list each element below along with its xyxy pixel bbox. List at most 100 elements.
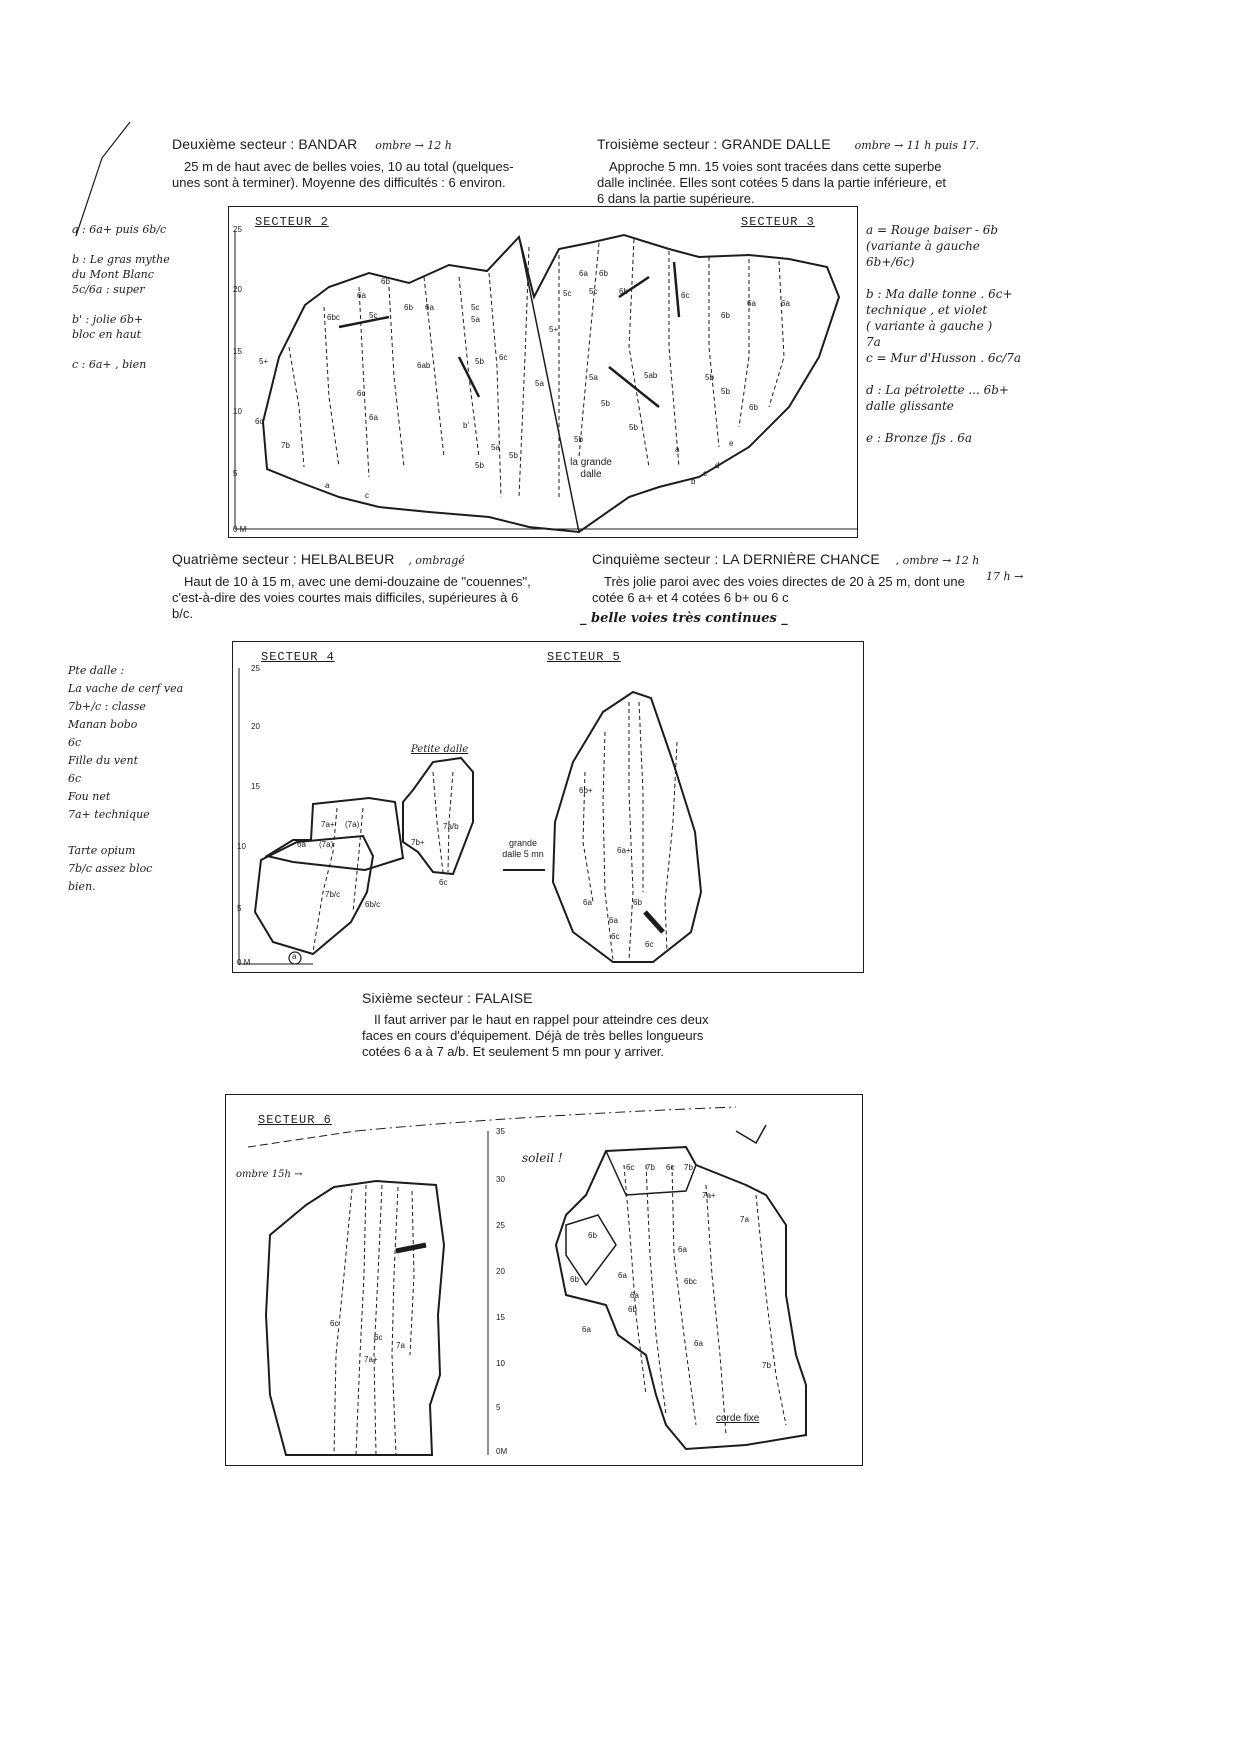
topo2-scale-20: 20 (251, 722, 260, 731)
topo3-label: SECTEUR 6 (258, 1113, 332, 1127)
pen-stroke (75, 121, 131, 237)
topo1-grade: 5c (563, 289, 572, 298)
topo3-scale: 10 (496, 1359, 505, 1368)
topo3-grade: 6c (374, 1333, 383, 1342)
topo1-grade: 5c (589, 287, 598, 296)
topo3-grade: 6bc (684, 1277, 697, 1286)
topo1-grade: 6a (781, 299, 790, 308)
topo3-grade: 6a (694, 1339, 703, 1348)
topo1-dalle-label: la grande dalle (570, 457, 612, 480)
topo1-grade: 5a (491, 443, 500, 452)
notes-left-2: Pte dalle : La vache de cerf vea 7b+/c :… (68, 664, 184, 893)
topo3-grade: 6b (628, 1305, 637, 1314)
topo2-grade: 6c (645, 940, 654, 949)
topo1-grade: 5a (535, 379, 544, 388)
topo2-grade: 7a+ (321, 820, 335, 829)
topo2-grade: 6c (439, 878, 448, 887)
topo3-scale: 0M (496, 1447, 508, 1456)
topo2-grade: 6a (297, 840, 306, 849)
topo2-scale-10: 10 (237, 842, 246, 851)
sector4-header: Quatrième secteur : HELBALBEUR , ombragé (172, 551, 572, 569)
topo1-grade: 5c (471, 303, 480, 312)
sector2-hand-note: ombre → 12 h (375, 139, 452, 152)
topo1-grade: 6c (681, 291, 690, 300)
topo-secteur-4-5: SECTEUR 4 SECTEUR 5 25 20 15 10 5 0 M Pe… (232, 641, 864, 973)
topo3-grade: 6c (330, 1319, 339, 1328)
topo2-grade: 6a (583, 898, 592, 907)
topo-secteur-2-3: SECTEUR 2 SECTEUR 3 25 20 15 10 5 0 M 6a… (228, 206, 858, 538)
topo3-drawing (247, 1106, 807, 1456)
sector5-hand-note2: 17 h → (986, 570, 1024, 583)
topo2-label-right: SECTEUR 5 (547, 650, 621, 664)
topo1-scale-25: 25 (233, 225, 242, 234)
topo1-grade: 6a (357, 291, 366, 300)
sector3-hand-note: ombre → 11 h puis 17. (854, 139, 980, 152)
topo1-grade: 5a (471, 315, 480, 324)
topo1-grade: d (715, 461, 720, 470)
topo3-grade: 6c (666, 1163, 675, 1172)
sector2-text: 25 m de haut avec de belles voies, 10 au… (172, 159, 514, 190)
topo3-ombre: ombre 15h → (236, 1169, 303, 1180)
topo2-grade: 6b/c (365, 900, 381, 909)
sector5-hand-line: _ belle voies très continues _ (580, 611, 788, 626)
topo2-petite-dalle: Petite dalle (411, 744, 469, 755)
topo3-grade: 7a+ (364, 1355, 378, 1364)
topo1-grade: 5ab (644, 371, 658, 380)
topo1-grade: 5b (475, 461, 484, 470)
sector4-title: Quatrième secteur : HELBALBEUR (172, 551, 395, 567)
topo2-grade: 7a/b (443, 822, 459, 831)
topo1-grade: 5+ (549, 325, 559, 334)
topo1-grade: 5b (705, 373, 714, 382)
topo1-scale-15: 15 (233, 347, 242, 356)
topo1-grade: 6b (381, 277, 390, 286)
topo1-grade: c (703, 469, 707, 478)
sector5-title: Cinquième secteur : LA DERNIÈRE CHANCE (592, 551, 880, 567)
topo3-grade: 6b (570, 1275, 579, 1284)
topo3-grade: 7a (396, 1341, 405, 1350)
notes-right-1: a = Rouge baiser - 6b (variante à gauche… (866, 223, 1022, 445)
topo-secteur-6: SECTEUR 6 ombre 15h → soleil ! corde fix… (225, 1094, 863, 1466)
topo1-grade: c (365, 491, 369, 500)
topo1-grade: 6c (499, 353, 508, 362)
topo3-grade: 6a (582, 1325, 591, 1334)
topo1-grade: e (729, 439, 734, 448)
topo1-grade: 6a (579, 269, 588, 278)
topo1-grade: 5b (629, 423, 638, 432)
topo2-scale-25: 25 (251, 664, 260, 673)
topo1-grade: 6b (619, 287, 628, 296)
topo1-grade: 6b (404, 303, 413, 312)
topo3-grade: 7a (740, 1215, 749, 1224)
topo1-grade: 5b (721, 387, 730, 396)
topo2-grade: 6a (609, 916, 618, 925)
topo2-grade: (7a) (319, 840, 334, 849)
sector5-text: Très jolie paroi avec des voies directes… (592, 574, 965, 605)
topo3-grade: 6a (630, 1291, 639, 1300)
topo1-scale-20: 20 (233, 285, 242, 294)
topo1-grade: 6b (749, 403, 758, 412)
topo3-corde: corde fixe (716, 1413, 760, 1424)
topo2-grade: 7b+ (411, 838, 425, 847)
topo1-grade: 5a (589, 373, 598, 382)
sector2-title: Deuxième secteur : BANDAR (172, 136, 358, 152)
topo3-scale: 25 (496, 1221, 505, 1230)
sector2-header: Deuxième secteur : BANDAR ombre → 12 h (172, 136, 552, 154)
sector6-header: Sixième secteur : FALAISE (362, 990, 722, 1007)
topo1-scale-10: 10 (233, 407, 242, 416)
topo3-grade: 6a (678, 1245, 687, 1254)
topo3-scale: 35 (496, 1127, 505, 1136)
topo2-grade: (7a) (345, 820, 360, 829)
topo1-grade: 6ab (417, 361, 431, 370)
topo3-grade: 7b (762, 1361, 771, 1370)
topo3-scale: 30 (496, 1175, 505, 1184)
topo3-grade: 6c (626, 1163, 635, 1172)
topo1-grade: 5b (475, 357, 484, 366)
topo1-label-right: SECTEUR 3 (741, 215, 815, 229)
topo1-grade: 6c (357, 389, 366, 398)
sector6-title: Sixième secteur : FALAISE (362, 990, 533, 1006)
topo3-grade: 7b (684, 1163, 693, 1172)
sector3-title: Troisième secteur : GRANDE DALLE (597, 136, 831, 152)
topo1-grade: 7b (281, 441, 290, 450)
topo3-grade: 7a+ (702, 1191, 716, 1200)
topo1-grade: a (675, 445, 680, 454)
topo1-grade: 5+ (259, 357, 269, 366)
